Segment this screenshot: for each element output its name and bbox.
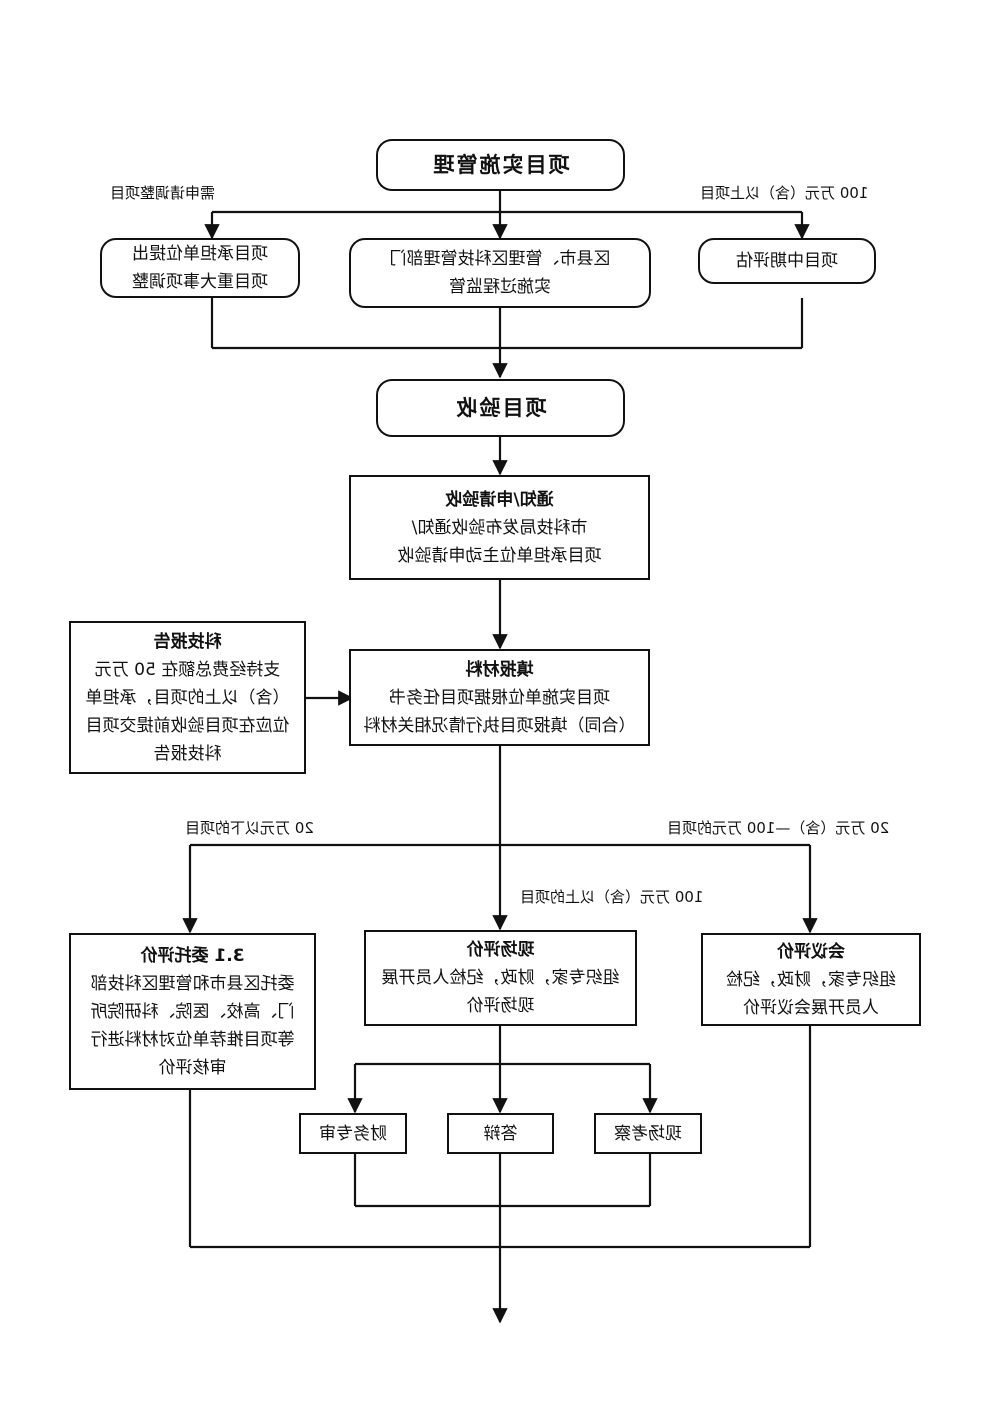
entrusted-evaluation-line1: 委托区县市和管理区科技部 [90, 973, 295, 994]
stage-implementation-title: 项目实施管理 [431, 153, 570, 177]
branch-label-over-1m-eval: 100 万元（含）以上的项目 [520, 888, 704, 906]
notice-apply-box: 通知/申请验收 市科技局发布验收通知/ 项目承担单位主动申请验收 [349, 475, 650, 580]
financial-audit-box: 财务专审 [299, 1113, 407, 1154]
entrusted-evaluation-heading: 3.1 委托评价 [140, 945, 245, 966]
site-evaluation-heading: 现场评价 [466, 940, 535, 960]
meeting-evaluation-line1: 组织专家，财政，纪检 [726, 969, 896, 990]
stage-project-acceptance: 项目验收 [376, 379, 625, 437]
site-inspection-text: 现场考察 [614, 1123, 682, 1144]
midterm-evaluation-text: 项目中期评估 [736, 251, 838, 271]
major-adjustment-line2: 项目重大事项调整 [132, 272, 268, 292]
process-supervision-line2: 实施过程监管 [449, 277, 551, 297]
site-inspection-box: 现场考察 [594, 1113, 702, 1154]
site-evaluation-line1: 组织专家，财政，纪检人员开展 [381, 968, 620, 988]
entrusted-evaluation-line2: 门、高校、医院、科研院所 [90, 1001, 295, 1022]
notice-apply-line2: 项目承担单位主动申请验收 [397, 545, 602, 566]
branch-label-under-200k: 20 万元以下的项目 [185, 819, 314, 837]
tech-report-line2: （含）以上的项目，承担单 [85, 687, 290, 708]
process-supervision-line1: 区县市、管理区科技管理部门 [389, 249, 611, 269]
fill-materials-heading: 填报材料 [465, 659, 534, 680]
midterm-evaluation-box: 项目中期评估 [698, 238, 876, 284]
branch-label-needs-adjustment: 需申请调整项目 [110, 184, 216, 202]
site-evaluation-line2: 现场评价 [466, 996, 535, 1016]
defense-text: 答辩 [483, 1123, 518, 1144]
fill-materials-line2: （合同）填报项目执行情况相关材料 [363, 715, 636, 736]
major-adjustment-box: 项目承担单位提出 项目重大事项调整 [100, 238, 300, 298]
entrusted-evaluation-box: 3.1 委托评价 委托区县市和管理区科技部 门、高校、医院、科研院所 等项目推荐… [69, 933, 316, 1090]
entrusted-evaluation-line3: 等项目推荐单位对材料进行 [90, 1029, 295, 1050]
branch-label-over-1m: 100 万元（含）以上项目 [700, 184, 869, 202]
tech-report-line1: 支持经费总额在 50 万元 [94, 659, 281, 680]
process-supervision-box: 区县市、管理区科技管理部门 实施过程监管 [349, 238, 651, 308]
tech-report-heading: 科技报告 [153, 631, 222, 652]
tech-report-box: 科技报告 支持经费总额在 50 万元 （含）以上的项目，承担单 位应在项目验收前… [69, 621, 306, 774]
meeting-evaluation-line2: 人员开展会议评价 [743, 997, 879, 1018]
notice-apply-heading: 通知/申请验收 [445, 489, 554, 510]
major-adjustment-line1: 项目承担单位提出 [132, 244, 268, 264]
entrusted-evaluation-line4: 审核评价 [158, 1057, 227, 1078]
tech-report-line3: 位应在项目验收前提交项目 [85, 715, 290, 736]
fill-materials-line1: 项目实施单位根据项目任务书 [389, 687, 610, 708]
stage-implementation-management: 项目实施管理 [376, 139, 625, 191]
site-evaluation-box: 现场评价 组织专家，财政，纪检人员开展 现场评价 [364, 930, 637, 1026]
branch-label-200k-1m: 20 万元（含）—100 万元的项目 [667, 819, 890, 837]
stage-acceptance-title: 项目验收 [454, 396, 547, 420]
fill-materials-box: 填报材料 项目实施单位根据项目任务书 （合同）填报项目执行情况相关材料 [349, 649, 650, 746]
meeting-evaluation-heading: 会议评价 [777, 941, 845, 962]
tech-report-line4: 科技报告 [153, 743, 222, 764]
meeting-evaluation-box: 会议评价 组织专家，财政，纪检 人员开展会议评价 [701, 933, 921, 1026]
defense-box: 答辩 [447, 1113, 554, 1154]
financial-audit-text: 财务专审 [319, 1123, 387, 1144]
notice-apply-line1: 市科技局发布验收通知/ [411, 517, 588, 538]
